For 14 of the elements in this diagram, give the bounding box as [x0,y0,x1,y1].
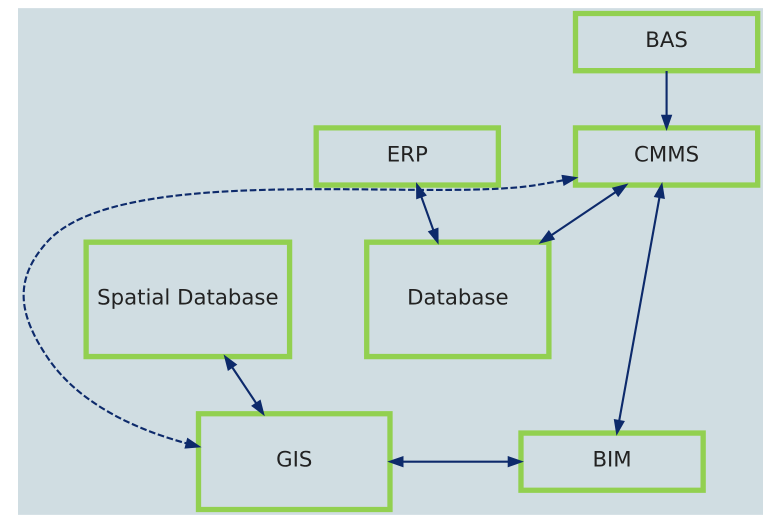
arrow [223,354,264,416]
arrow [416,182,438,245]
arrow [660,71,672,132]
node-box: BIM [518,430,706,493]
arrow [613,182,664,436]
node-box: GIS [195,411,392,512]
node-box: Spatial Database [82,240,292,360]
arrow [538,183,628,244]
node-box: ERP [313,125,501,188]
arrow [386,456,524,468]
node-box: CMMS [572,125,760,188]
arrow [22,174,578,449]
node-box: BAS [572,10,760,74]
node-box: Database [364,240,552,360]
